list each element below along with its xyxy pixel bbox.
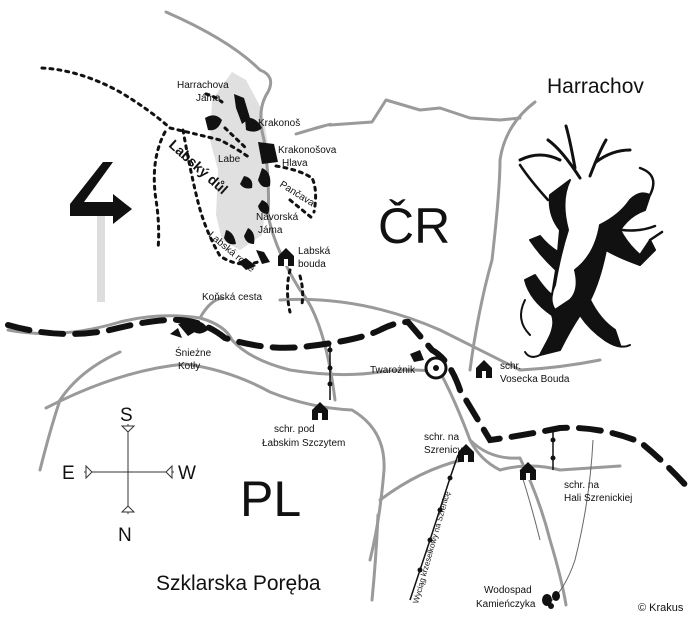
label-twarożnik: Twarożnik xyxy=(370,365,416,376)
rock xyxy=(258,200,270,214)
rock xyxy=(178,320,198,336)
label-wodospad: Wodospad xyxy=(484,585,532,596)
lift-dot xyxy=(417,567,423,573)
road-harrachov xyxy=(468,100,537,372)
rock xyxy=(245,117,262,132)
label-navorska-2: Jáma xyxy=(258,225,283,236)
lift-dot xyxy=(550,437,556,443)
label-krakonosova: Krakonošova xyxy=(278,145,337,156)
shelters xyxy=(278,248,536,480)
label-labska-bouda: Labská xyxy=(298,246,331,257)
road-szrenica xyxy=(438,370,568,607)
label-labe: Labe xyxy=(218,154,241,165)
label-hali: schr. na xyxy=(564,480,599,491)
roads xyxy=(6,10,622,607)
label-navorska: Navorská xyxy=(256,212,299,223)
lift-dot xyxy=(447,475,453,481)
label-krakonos: Krakonoš xyxy=(258,118,300,129)
trail-short-1 xyxy=(204,92,224,104)
lift-dot xyxy=(327,365,333,371)
compass-s: S xyxy=(120,405,133,426)
rock xyxy=(410,350,424,362)
label-wodospad-2: Kamieńczyka xyxy=(476,599,536,610)
compass-e: E xyxy=(62,463,75,484)
trail-west-2 xyxy=(152,130,167,252)
direction-arrow-icon xyxy=(70,162,132,224)
road-south-2 xyxy=(370,513,380,602)
country-cz: ČR xyxy=(378,198,450,254)
label-snezne: Śnieżne xyxy=(175,346,212,359)
road-ridge xyxy=(328,98,522,127)
label-konska-cesta: Koňská cesta xyxy=(202,292,262,303)
shelter-icon xyxy=(520,462,536,480)
krakonos-figure-icon xyxy=(518,124,664,358)
compass-w: W xyxy=(178,463,196,484)
label-snezne-2: Kotły xyxy=(178,361,200,372)
lift-dot xyxy=(427,537,433,543)
rock xyxy=(256,250,270,264)
town-harrachov: Harrachov xyxy=(547,75,644,98)
trail-pancava xyxy=(288,198,314,220)
compass-rose-icon xyxy=(84,424,174,514)
rock xyxy=(205,115,222,131)
label-wyciag: Wyciąg krzesełkowy na Szrenicę xyxy=(411,490,452,605)
lift-dot xyxy=(550,455,556,461)
shelter-icon xyxy=(278,248,294,266)
rock xyxy=(258,142,278,164)
road-west-2 xyxy=(44,362,386,562)
road-upper-left xyxy=(198,296,224,320)
label-na-szrenicy: schr. na xyxy=(424,432,459,443)
road-cz-bend xyxy=(294,122,333,136)
copyright: © Krakus xyxy=(638,602,684,614)
rock xyxy=(240,176,253,189)
road-main-east xyxy=(278,297,602,372)
arrow-post xyxy=(97,210,105,302)
label-pod-labskim-2: Łabskim Szczytem xyxy=(262,438,345,449)
shelter-icon xyxy=(312,402,328,420)
trail-west-3 xyxy=(181,128,260,266)
country-pl: PL xyxy=(240,471,301,527)
rock xyxy=(238,258,256,270)
town-szklarska: Szklarska Poręba xyxy=(156,572,321,595)
rock xyxy=(224,230,236,245)
label-krakonosova-2: Hlava xyxy=(282,158,308,169)
label-na-szrenicy-2: Szrenicy xyxy=(424,445,462,456)
valley-shade xyxy=(210,72,268,250)
trail-south-2 xyxy=(298,274,305,306)
label-labska-bouda-2: bouda xyxy=(298,259,326,270)
rock xyxy=(244,228,255,244)
label-harrachova-jama-2: Jáma xyxy=(196,93,221,104)
lift-dot xyxy=(327,347,333,353)
lift-dot xyxy=(327,381,333,387)
shelter-icon xyxy=(458,444,474,462)
trail-labe xyxy=(223,126,250,152)
compass-n: N xyxy=(118,525,132,546)
trail-south-1 xyxy=(286,268,292,314)
road-sw xyxy=(38,350,122,472)
road-south-1 xyxy=(378,458,464,502)
viewpoint-circle-icon xyxy=(424,356,448,380)
waterfall-icon xyxy=(542,591,560,609)
trails xyxy=(40,66,318,314)
rock xyxy=(234,94,250,124)
trail-west-long xyxy=(40,66,252,160)
rock-formations xyxy=(170,94,424,362)
rock xyxy=(170,328,182,338)
label-harrachova-jama: Harrachova xyxy=(177,80,229,91)
lift-dot xyxy=(437,507,443,513)
label-hali-2: Hali Szrenickiej xyxy=(564,493,632,504)
road-west-1 xyxy=(6,314,442,377)
rock xyxy=(258,168,271,188)
label-pod-labskim: schr. pod xyxy=(274,424,315,435)
national-border xyxy=(5,316,693,493)
rock xyxy=(194,321,208,334)
shelter-icon xyxy=(476,360,492,378)
chairlift-stations xyxy=(327,347,556,573)
label-vosecka-2: Vosecka Bouda xyxy=(500,374,570,385)
shelter-doors xyxy=(284,259,530,480)
label-vosecka: schr. xyxy=(500,361,521,372)
stream-east xyxy=(547,439,594,605)
